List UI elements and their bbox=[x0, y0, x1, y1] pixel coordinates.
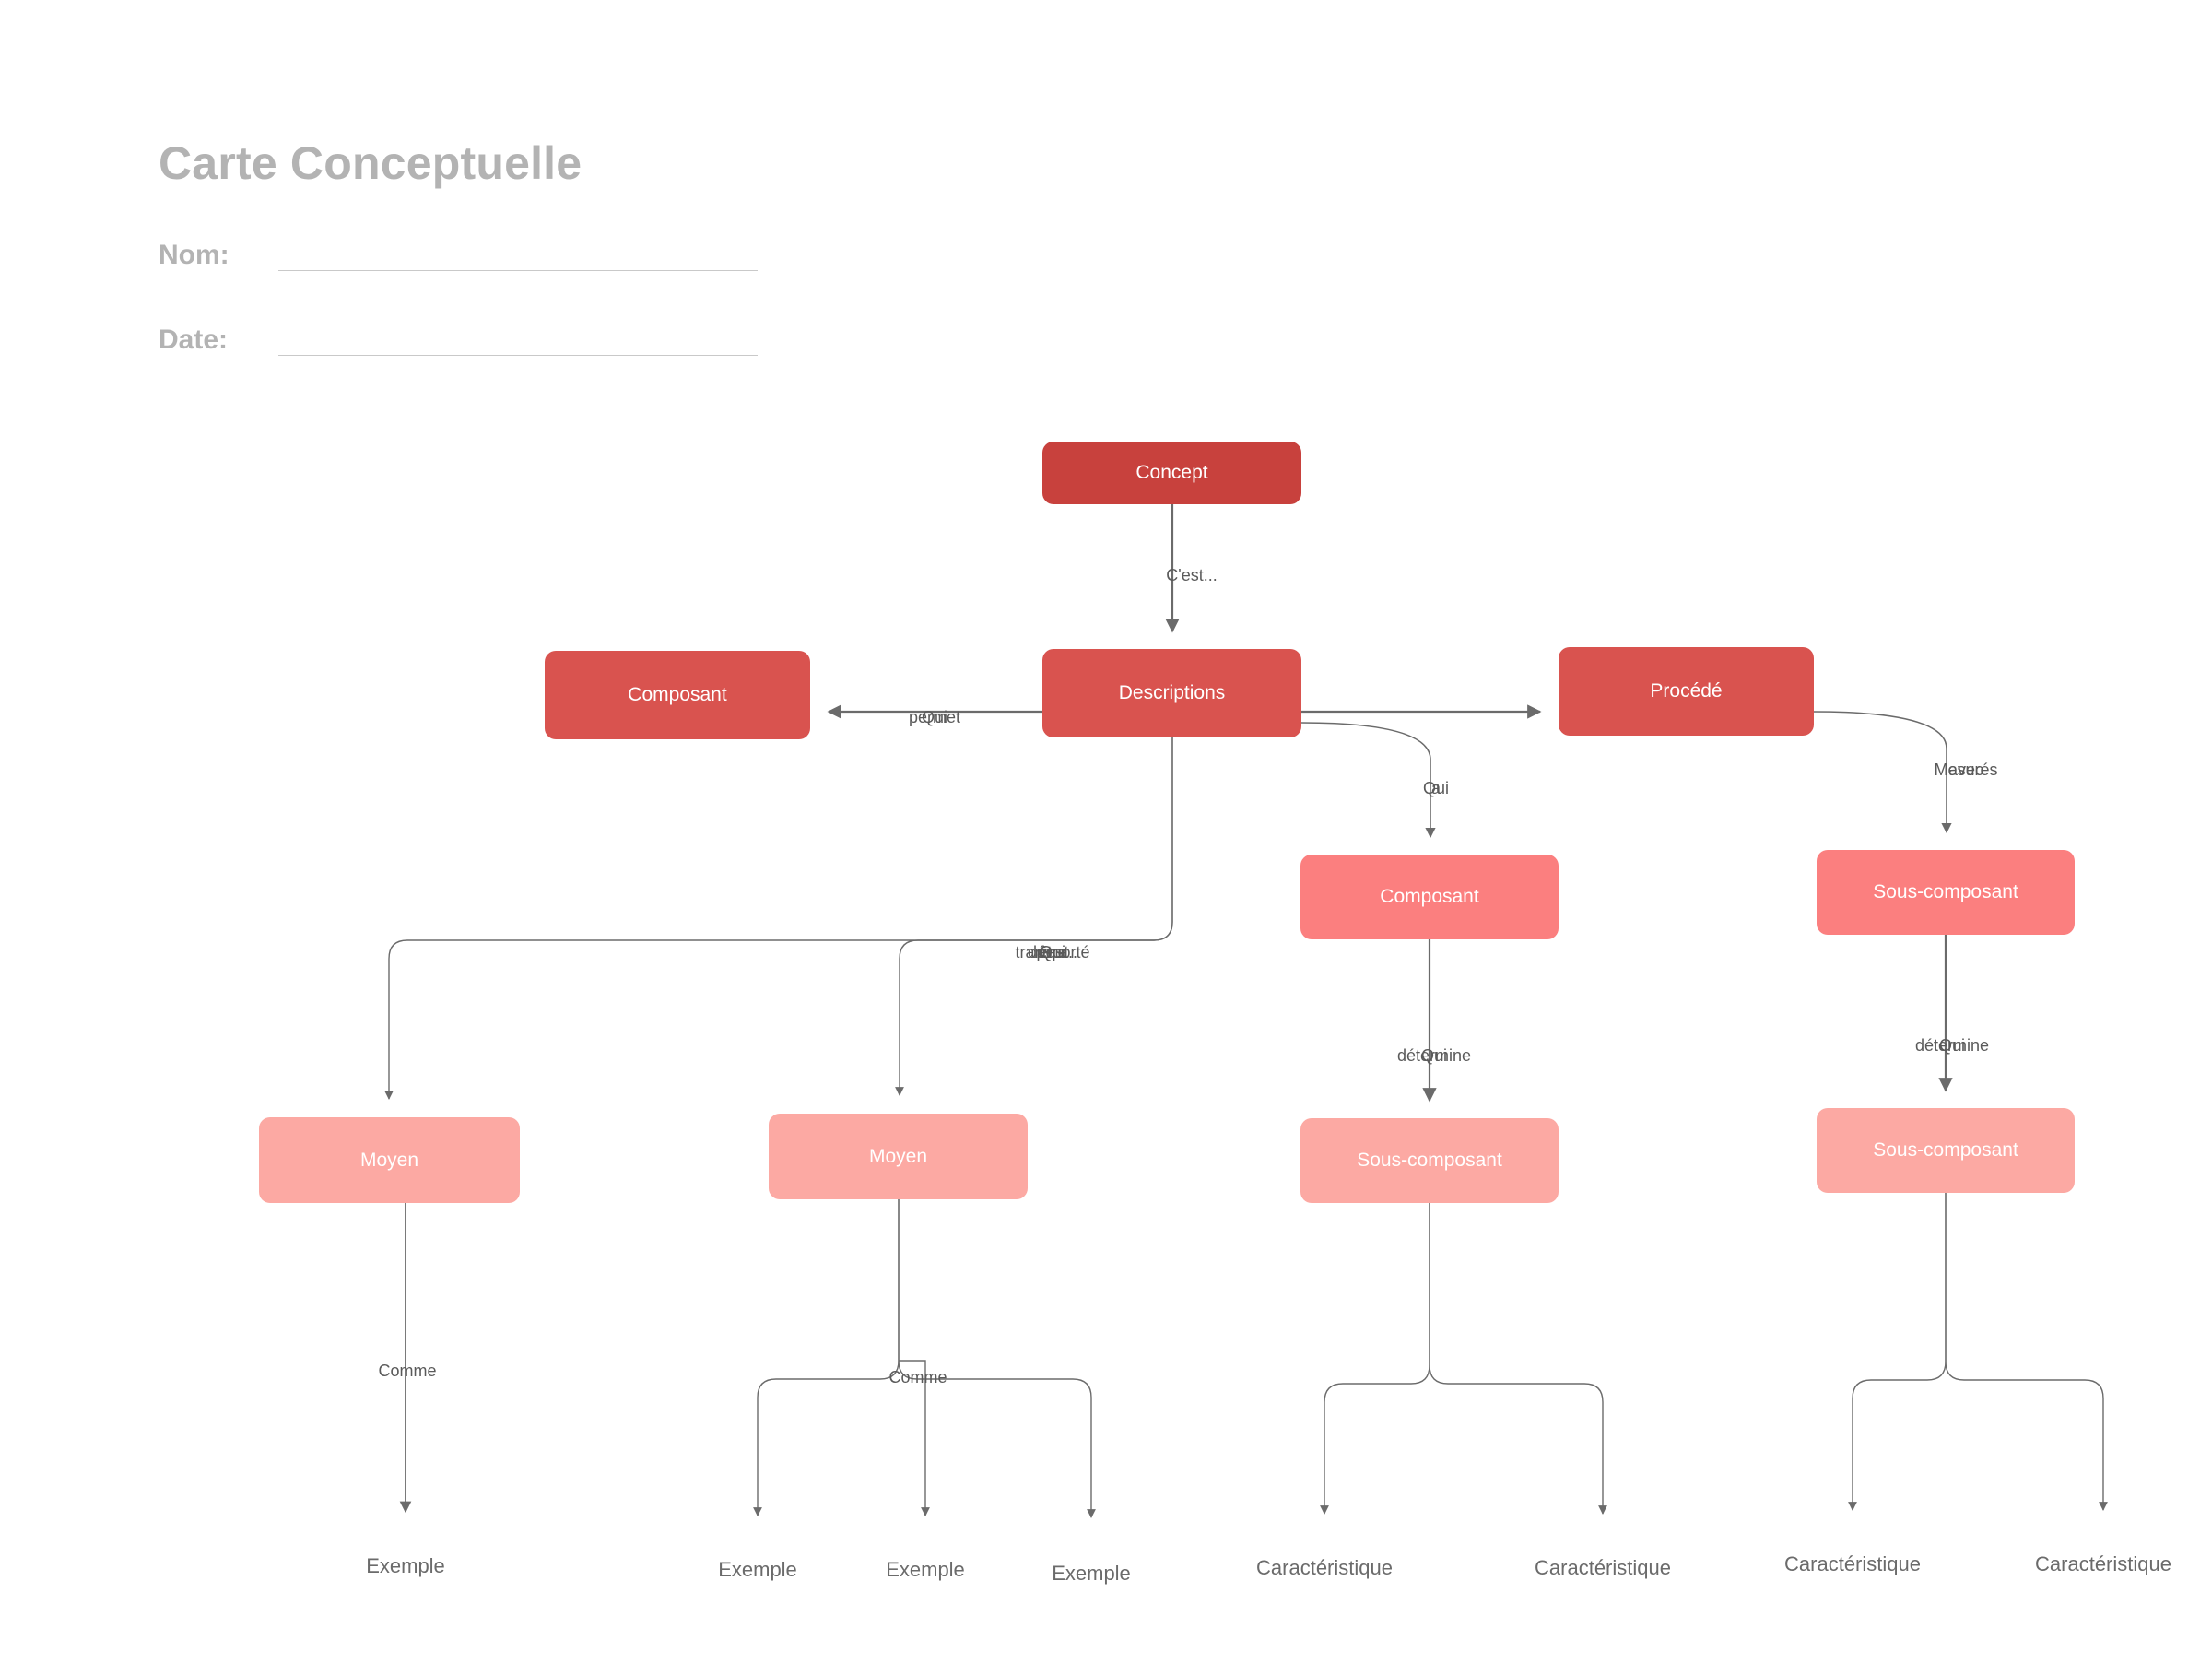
leaf-label: Exemple bbox=[886, 1558, 965, 1581]
edge-souscomposant-center-car-left bbox=[1320, 1364, 1430, 1515]
leaf-label: Caractéristique bbox=[1256, 1556, 1393, 1579]
date-field-label: Date: bbox=[159, 324, 229, 355]
node-label: Procédé bbox=[1650, 680, 1723, 702]
node-label: Moyen bbox=[359, 1149, 419, 1171]
node-label: Moyen bbox=[868, 1145, 928, 1167]
edge-label-word: C'est... bbox=[1166, 566, 1218, 584]
edge-label-word: être bbox=[1038, 943, 1067, 961]
leaf-caracteristique-1[interactable]: Caractéristique bbox=[1256, 1558, 1393, 1578]
edge-label-word: a bbox=[1430, 779, 1441, 797]
leaf-label: Caractéristique bbox=[1784, 1552, 1921, 1575]
node-composant-center[interactable]: Composant bbox=[1300, 855, 1559, 939]
edge-souscomposant-r2-car-left bbox=[1848, 1361, 1947, 1511]
date-field-input-line[interactable] bbox=[278, 355, 758, 356]
leaf-label: Exemple bbox=[718, 1558, 797, 1581]
node-moyen-1[interactable]: Moyen bbox=[259, 1117, 520, 1203]
edge-label-word: Qui bbox=[1422, 779, 1450, 797]
edge-label-word: transporté bbox=[1015, 943, 1090, 961]
leaf-caracteristique-4[interactable]: Caractéristique bbox=[2035, 1554, 2171, 1575]
leaf-label: Exemple bbox=[366, 1554, 445, 1577]
node-label: Descriptions bbox=[1118, 682, 1226, 704]
name-field-label: Nom: bbox=[159, 240, 229, 270]
leaf-exemple-1[interactable]: Exemple bbox=[366, 1556, 445, 1576]
node-label: Sous-composant bbox=[1873, 1139, 2018, 1162]
node-composant-left[interactable]: Composant bbox=[545, 651, 810, 739]
node-label: Concept bbox=[1135, 462, 1208, 484]
edge-descriptions-moyen-1 bbox=[384, 737, 1173, 1100]
worksheet-header: Carte Conceptuelle Nom: Date: bbox=[0, 0, 2212, 396]
node-label: Sous-composant bbox=[1873, 881, 2018, 903]
edge-moyen2-exemple-left bbox=[753, 1360, 900, 1516]
node-moyen-2[interactable]: Moyen bbox=[769, 1114, 1028, 1199]
leaf-label: Caractéristique bbox=[2035, 1552, 2171, 1575]
edge-label-word: Comme bbox=[888, 1368, 947, 1386]
edge-label-word: détermine bbox=[1914, 1036, 1990, 1055]
page-title: Carte Conceptuelle bbox=[159, 137, 582, 189]
leaf-label: Exemple bbox=[1052, 1562, 1131, 1585]
edge-descriptions-moyen-2 bbox=[895, 737, 1173, 1096]
node-souscomposant-right-2[interactable]: Sous-composant bbox=[1817, 1108, 2075, 1193]
edge-label-word: Mesurés bbox=[1934, 761, 1998, 779]
edge-label-word: Qui bbox=[921, 708, 948, 726]
node-label: Composant bbox=[1380, 886, 1479, 908]
node-descriptions[interactable]: Descriptions bbox=[1042, 649, 1301, 737]
edge-label-word: peut bbox=[1036, 943, 1069, 961]
leaf-exemple-2[interactable]: Exemple bbox=[718, 1560, 797, 1580]
leaf-exemple-3[interactable]: Exemple bbox=[886, 1560, 965, 1580]
edge-descriptions-composant-center bbox=[1300, 722, 1436, 839]
edge-label-word: permet bbox=[908, 708, 961, 726]
leaf-exemple-4[interactable]: Exemple bbox=[1052, 1563, 1131, 1584]
node-label: Composant bbox=[628, 684, 727, 706]
node-souscomposant-center[interactable]: Sous-composant bbox=[1300, 1118, 1559, 1203]
node-souscomposant-right-1[interactable]: Sous-composant bbox=[1817, 850, 2075, 935]
leaf-label: Caractéristique bbox=[1535, 1556, 1671, 1579]
edge-label-word: avec bbox=[1947, 761, 1984, 779]
name-field-input-line[interactable] bbox=[278, 270, 758, 271]
leaf-caracteristique-2[interactable]: Caractéristique bbox=[1535, 1558, 1671, 1578]
edge-label-word: détermine bbox=[1396, 1046, 1472, 1065]
edge-procede-souscomposant bbox=[1813, 711, 1952, 834]
leaf-caracteristique-3[interactable]: Caractéristique bbox=[1784, 1554, 1921, 1575]
edge-souscomposant-center-car-right bbox=[1429, 1364, 1607, 1515]
node-concept[interactable]: Concept bbox=[1042, 442, 1301, 504]
edge-souscomposant-r2-car-right bbox=[1945, 1361, 2108, 1511]
node-procede[interactable]: Procédé bbox=[1559, 647, 1814, 736]
edge-label-word: Qui bbox=[1938, 1036, 1966, 1055]
node-label: Sous-composant bbox=[1357, 1150, 1502, 1172]
edge-label-word: dans... bbox=[1027, 943, 1078, 961]
edge-label-word: Qui bbox=[1420, 1046, 1448, 1065]
edge-label-word: Qui bbox=[1039, 943, 1066, 961]
edge-label-word: Comme bbox=[378, 1362, 437, 1380]
